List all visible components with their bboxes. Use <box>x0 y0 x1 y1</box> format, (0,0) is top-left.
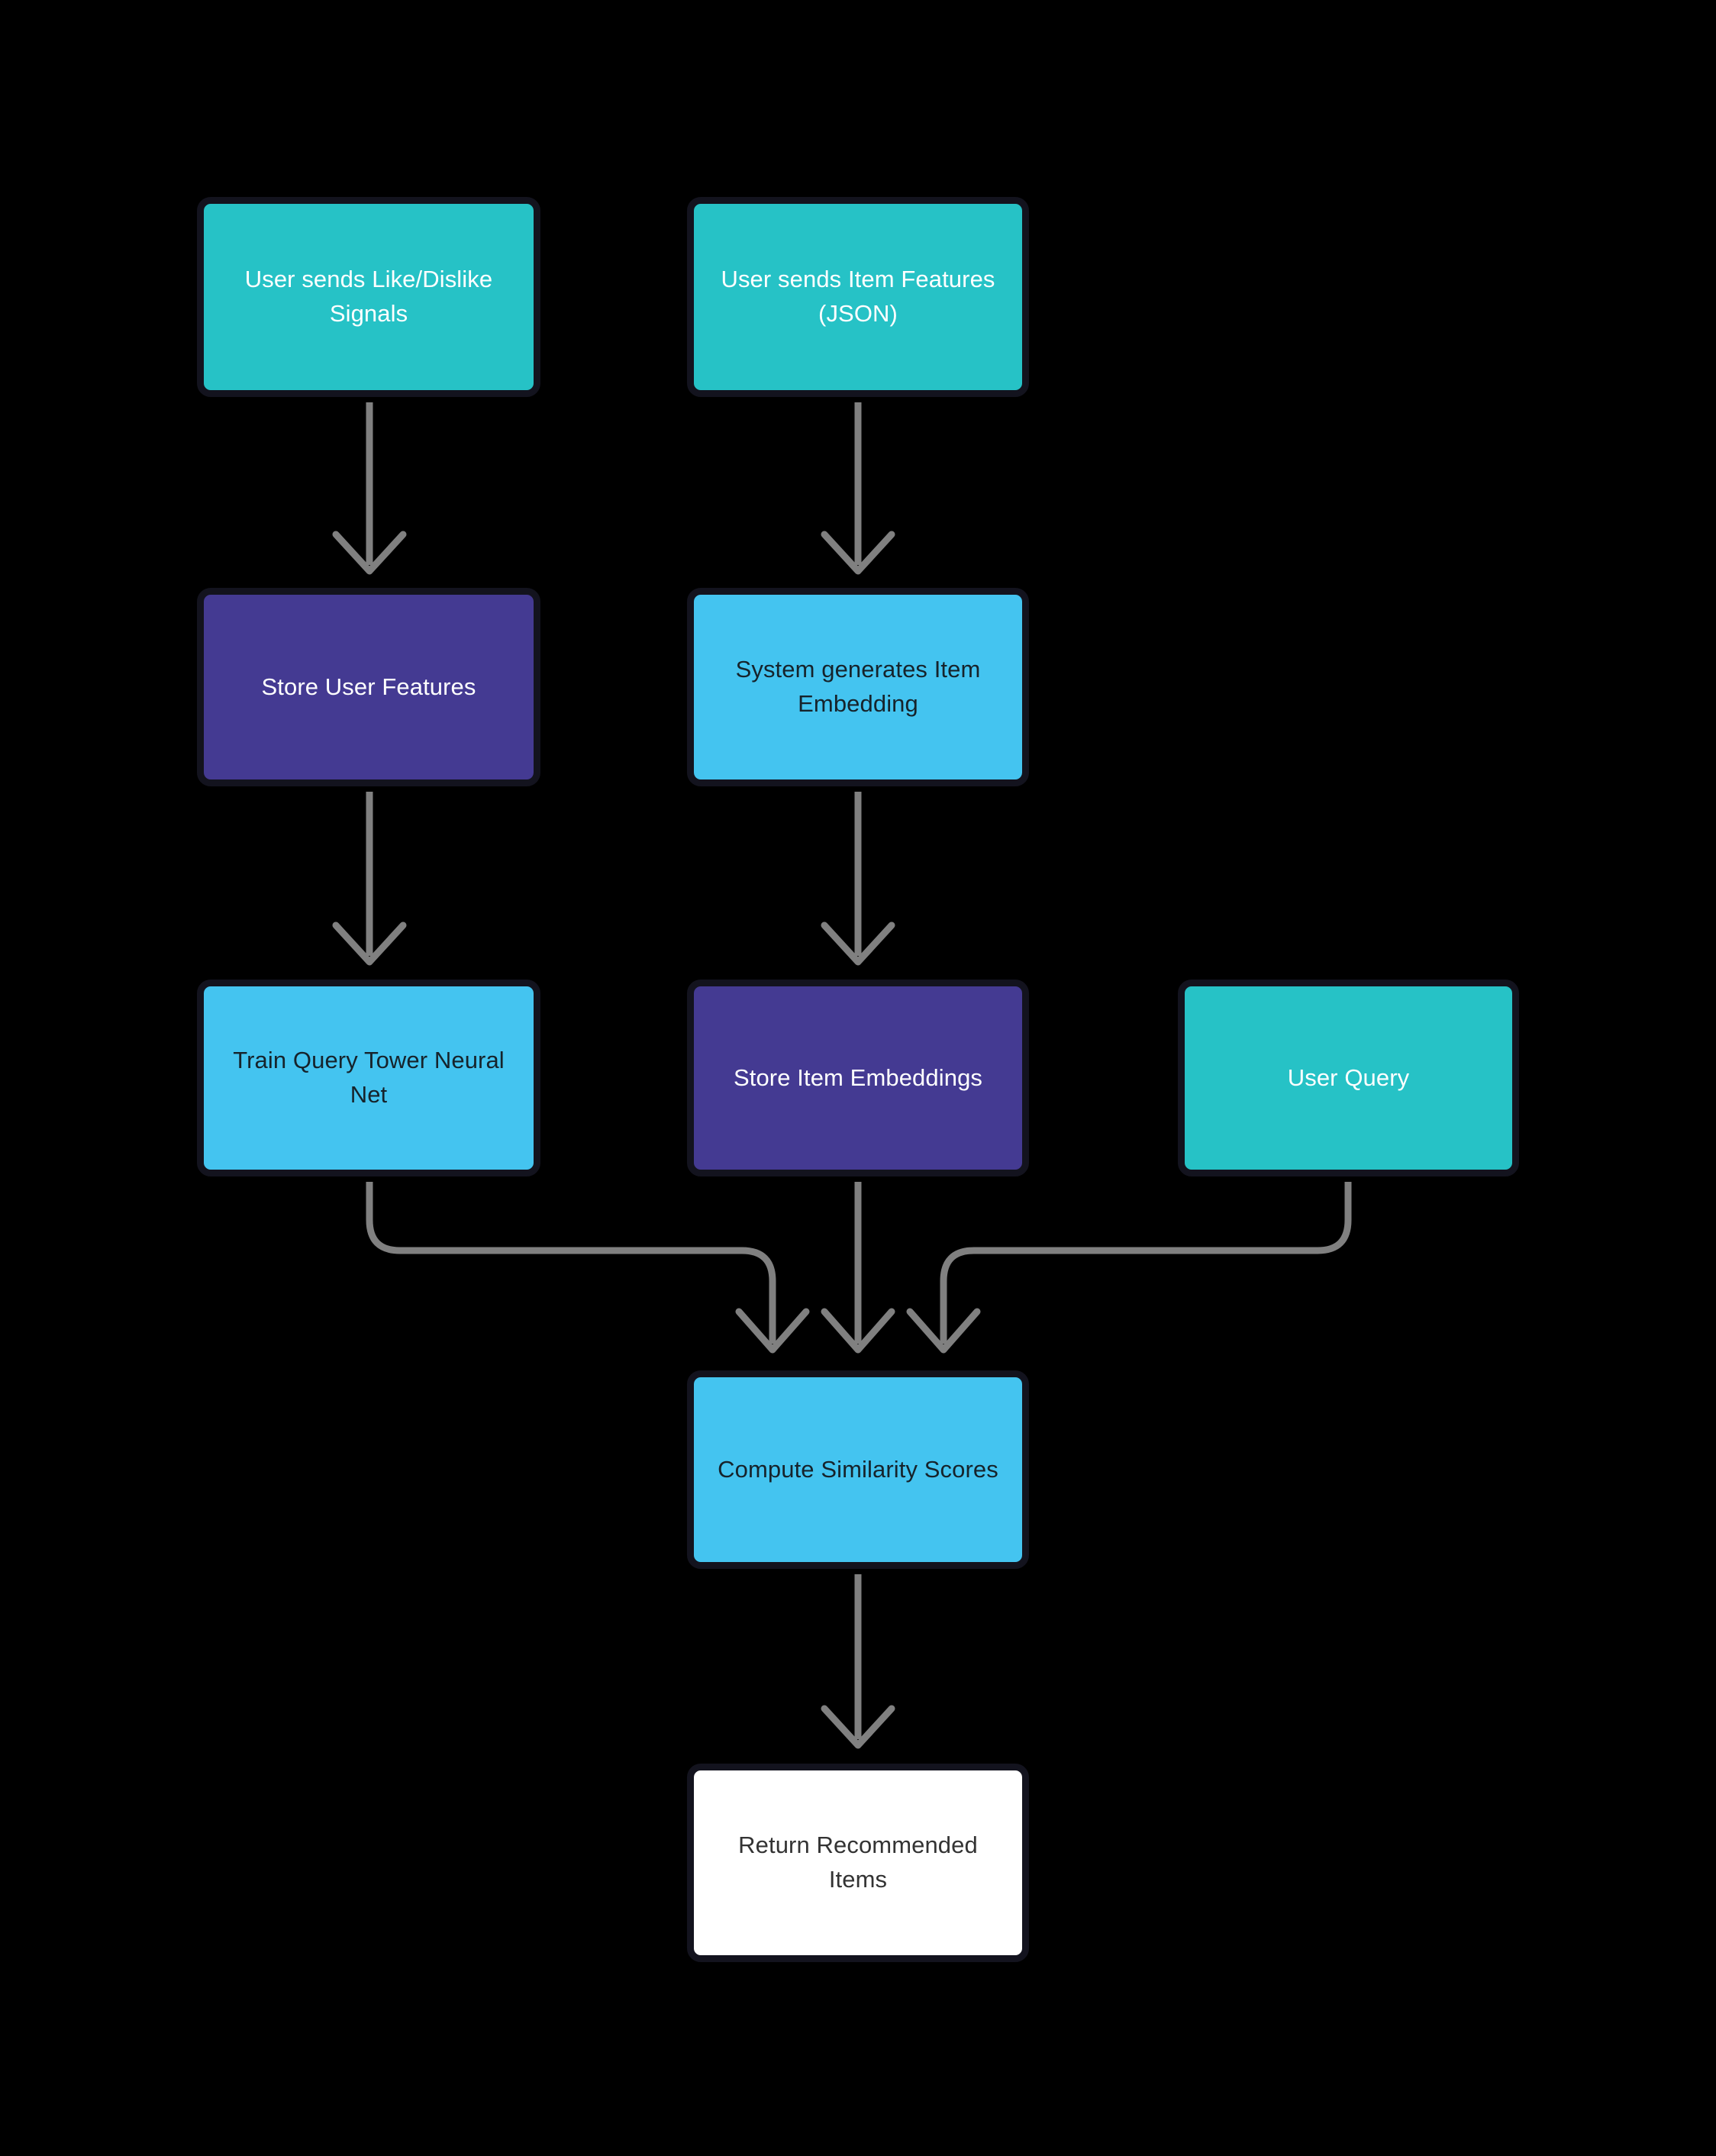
node-label: Store Item Embeddings <box>733 1063 983 1091</box>
node-user-item-features-json[interactable]: User sends Item Features (JSON) <box>687 197 1029 397</box>
node-label: Compute Similarity Scores <box>718 1455 998 1483</box>
edge-arrowhead-signals-to-store-user-features <box>332 531 407 575</box>
edge-arrowhead-store-user-features-to-train-query-tower <box>332 921 407 966</box>
node-store-user-features[interactable]: Store User Features <box>197 588 540 786</box>
node-label: User Query <box>1287 1063 1410 1091</box>
node-label: Store User Features <box>261 673 476 700</box>
node-label: System generates Item Embedding <box>735 656 981 717</box>
node-train-query-tower-neural-net[interactable]: Train Query Tower Neural Net <box>197 980 540 1176</box>
node-label: User sends Item Features (JSON) <box>721 266 995 327</box>
node-label: User sends Like/Dislike Signals <box>244 266 493 327</box>
node-label: Return Recommended Items <box>738 1832 978 1893</box>
node-user-like-dislike-signals[interactable]: User sends Like/Dislike Signals <box>197 197 540 397</box>
edge-arrowhead-compute-similarity-to-return-items <box>821 1705 895 1749</box>
edge-arrowhead-user-query-to-compute-similarity <box>906 1308 981 1354</box>
edge-user-query-to-compute-similarity <box>940 1182 1352 1344</box>
edge-arrowhead-train-query-tower-to-compute-similarity <box>735 1308 810 1354</box>
node-store-item-embeddings[interactable]: Store Item Embeddings <box>687 980 1029 1176</box>
edge-train-query-tower-to-compute-similarity <box>366 1182 776 1344</box>
node-system-generates-item-embedding[interactable]: System generates Item Embedding <box>687 588 1029 786</box>
node-user-query[interactable]: User Query <box>1178 980 1519 1176</box>
node-return-recommended-items[interactable]: Return Recommended Items <box>687 1764 1029 1962</box>
node-compute-similarity-scores[interactable]: Compute Similarity Scores <box>687 1370 1029 1569</box>
node-label: Train Query Tower Neural Net <box>233 1047 505 1108</box>
edge-arrowhead-store-item-embeddings-to-compute-similarity <box>821 1308 895 1354</box>
edge-arrowhead-item-embedding-to-store-item-embeddings <box>821 921 895 966</box>
edge-arrowhead-item-features-to-item-embedding <box>821 531 895 575</box>
